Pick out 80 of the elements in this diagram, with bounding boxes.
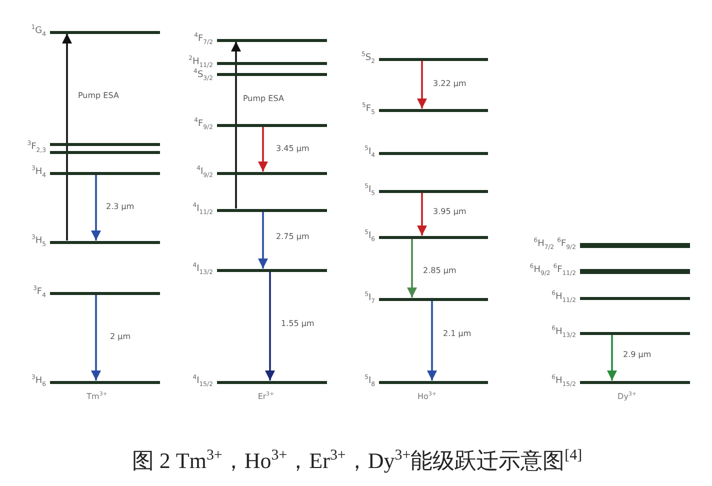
- energy-level-line: [50, 30, 160, 34]
- transition-arrow: [258, 126, 268, 172]
- transition-arrow: [407, 238, 417, 298]
- energy-level-line: [50, 172, 160, 174]
- edge-label: 2.85 μm: [423, 266, 456, 276]
- edge-label: 2.3 μm: [106, 202, 134, 212]
- level-label: $^{3}$H$_{5}$: [31, 236, 46, 247]
- level-label: $^{4}$F$_{7/2}$: [194, 34, 213, 45]
- level-label: $^{5}$I$_{4}$: [364, 147, 375, 158]
- energy-level-line: [217, 172, 327, 174]
- level-label: $^{4}$I$_{13/2}$: [192, 264, 213, 275]
- transition-arrow: [417, 60, 427, 108]
- transition-arrow: [417, 192, 427, 236]
- energy-level-line: [379, 298, 488, 300]
- edge-label: Pump ESA: [243, 94, 284, 104]
- energy-level-line: [379, 380, 488, 384]
- figure-caption: 图 2 Tm$^{3+}$，Ho$^{3+}$，Er$^{3+}$，Dy$^{3+}$能级跃迁示意图$^{[4]}$: [132, 447, 582, 475]
- level-label: $^{6}$H$_{11/2}$: [552, 292, 576, 303]
- level-label: $^{3}$F$_{2,3}$: [27, 142, 46, 153]
- level-label: $^{6}$H$_{7/2}$ $^{6}$F$_{9/2}$: [534, 239, 576, 250]
- transition-arrow: [265, 272, 275, 380]
- level-label: $^{5}$F$_{5}$: [362, 104, 375, 115]
- level-label: $^{4}$F$_{9/2}$: [194, 119, 213, 130]
- ion-label: Er$^{3+}$: [258, 392, 274, 402]
- edge-label: 2.75 μm: [276, 232, 310, 242]
- energy-level-line: [580, 296, 690, 300]
- level-label: $^{6}$H$_{13/2}$: [552, 327, 576, 338]
- transition-arrow: [231, 42, 241, 208]
- energy-level-line: [217, 62, 327, 64]
- transition-arrow: [427, 300, 437, 380]
- edge-label: 3.22 μm: [433, 79, 466, 89]
- energy-level-line: [580, 332, 690, 334]
- level-label: $^{3}$H$_{4}$: [31, 167, 46, 178]
- level-label: $^{3}$F$_{4}$: [33, 287, 46, 298]
- energy-level-line: [50, 142, 160, 146]
- energy-level-line: [217, 124, 327, 126]
- level-label: $^{5}$I$_{8}$: [364, 376, 375, 387]
- level-label: $^{6}$H$_{9/2}$ $^{6}$F$_{11/2}$: [530, 265, 576, 276]
- level-label: $^{1}$G$_{4}$: [31, 26, 46, 37]
- ion-label: Tm$^{3+}$: [86, 392, 108, 402]
- energy-level-line: [379, 152, 488, 154]
- edge-label: 3.45 μm: [276, 144, 310, 154]
- level-label: $^{5}$S$_{2}$: [362, 53, 375, 64]
- level-label: $^{4}$I$_{15/2}$: [192, 376, 213, 387]
- level-label: $^{3}$H$_{6}$: [31, 376, 46, 387]
- edge-label: 2.1 μm: [443, 329, 472, 339]
- level-label: $^{5}$I$_{7}$: [364, 293, 375, 304]
- energy-level-line: [217, 38, 327, 42]
- ion-label: Dy$^{3+}$: [618, 392, 636, 402]
- energy-level-line: [580, 380, 690, 384]
- transition-arrow: [62, 34, 72, 240]
- energy-level-line: [50, 240, 160, 244]
- energy-level-line: [50, 380, 160, 384]
- energy-level-line: [50, 150, 160, 154]
- energy-level-line: [217, 72, 327, 76]
- transition-arrow: [607, 334, 617, 380]
- level-label: $^{4}$S$_{3/2}$: [194, 70, 213, 81]
- level-label: $^{4}$I$_{9/2}$: [196, 167, 213, 178]
- level-label: $^{5}$I$_{6}$: [364, 231, 375, 242]
- edge-label: 1.55 μm: [281, 319, 314, 329]
- edge-label: 2.9 μm: [623, 350, 652, 360]
- edge-label: 2 μm: [110, 332, 131, 342]
- transition-arrow: [258, 212, 268, 268]
- transition-arrow: [91, 294, 101, 380]
- edge-label: Pump ESA: [78, 91, 119, 101]
- ion-label: Ho$^{3+}$: [418, 392, 436, 402]
- energy-level-line: [379, 108, 488, 112]
- energy-level-line: [217, 208, 327, 212]
- level-label: $^{5}$I$_{5}$: [364, 185, 375, 196]
- level-label: $^{4}$I$_{11/2}$: [192, 204, 213, 215]
- transition-arrow: [91, 174, 101, 240]
- energy-level-line: [379, 58, 488, 60]
- energy-level-line: [217, 380, 327, 384]
- level-label: $^{2}$H$_{11/2}$: [188, 57, 213, 68]
- energy-level-line: [217, 268, 327, 272]
- energy-level-line: [50, 292, 160, 294]
- energy-level-line: [379, 236, 488, 238]
- energy-level-line: [379, 190, 488, 192]
- edge-label: 3.95 μm: [433, 207, 466, 217]
- level-label: $^{6}$H$_{15/2}$: [552, 376, 576, 387]
